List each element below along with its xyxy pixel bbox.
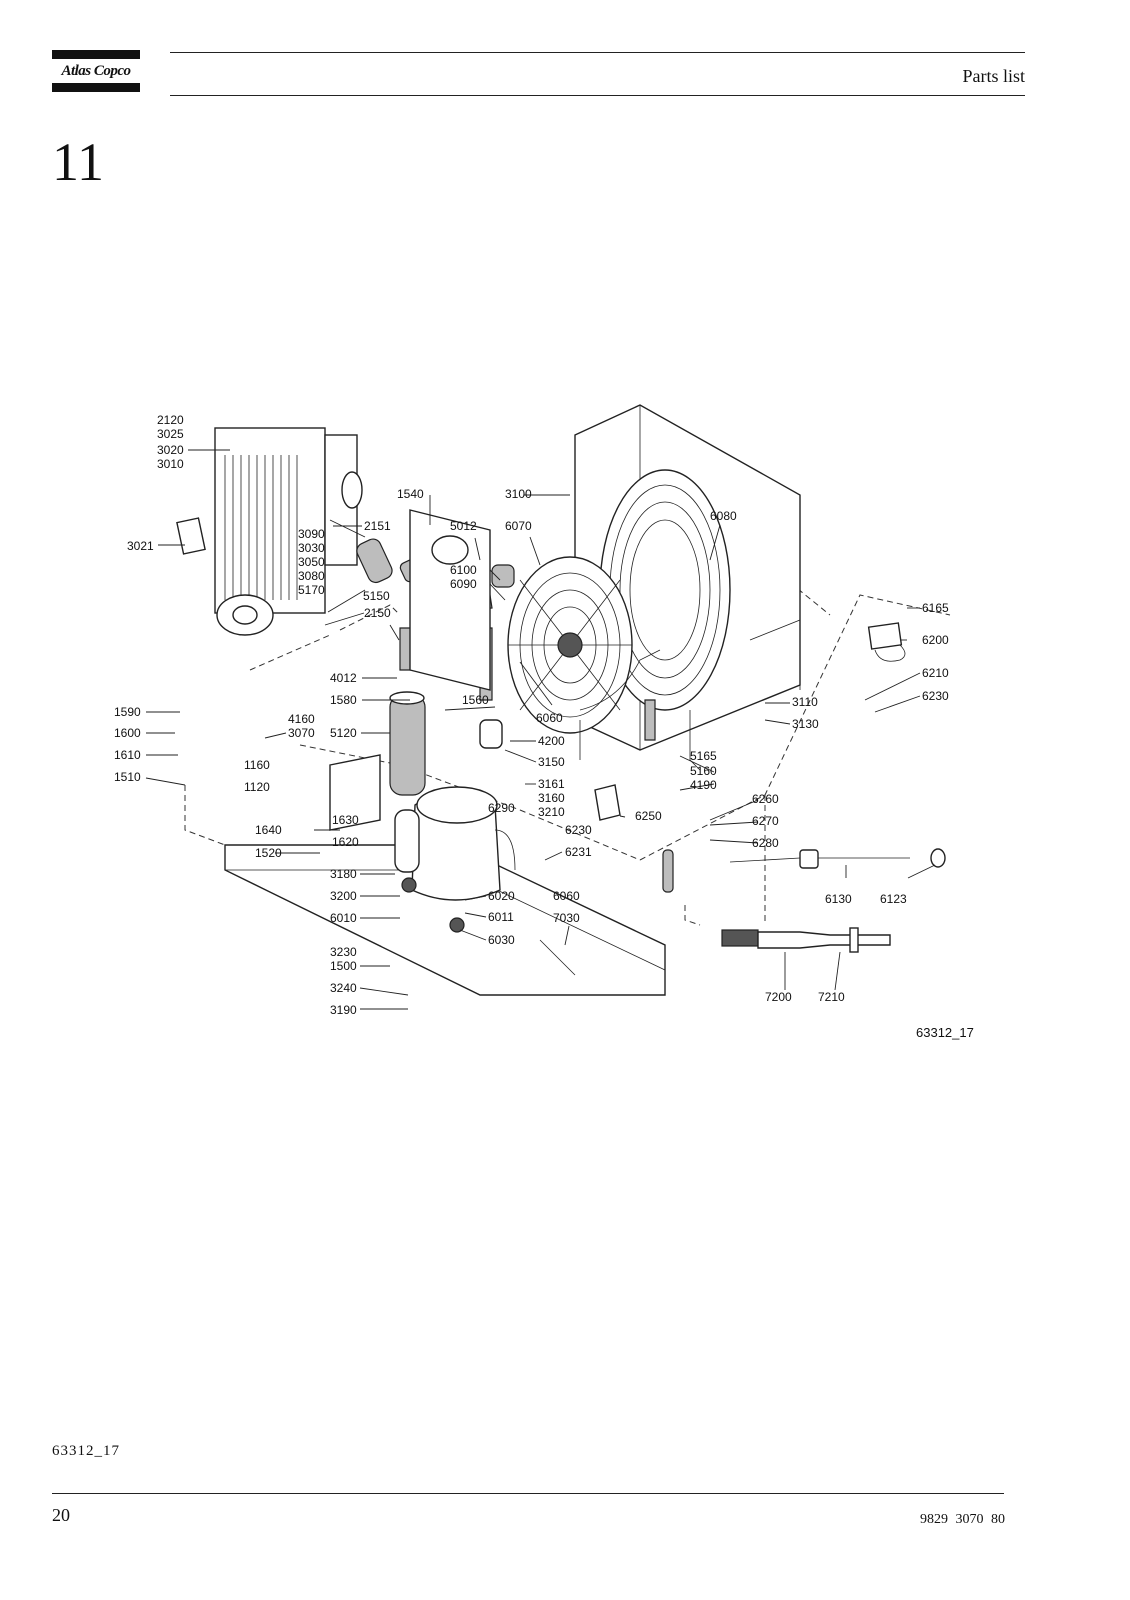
callout-6270: 6270 bbox=[752, 814, 779, 828]
callout-5160: 5160 bbox=[690, 764, 717, 778]
figure-reference: 63312_17 bbox=[52, 1443, 120, 1459]
callout-6290: 6290 bbox=[488, 801, 515, 815]
callout-3100: 3100 bbox=[505, 487, 532, 501]
callout-3030: 3030 bbox=[298, 541, 325, 555]
callout-3070: 3070 bbox=[288, 726, 315, 740]
chapter-number: 11 bbox=[52, 132, 104, 192]
callout-6070: 6070 bbox=[505, 519, 532, 533]
callout-1160: 1160 bbox=[244, 758, 270, 772]
callout-1630: 1630 bbox=[332, 813, 359, 827]
callout-6230: 6230 bbox=[565, 823, 592, 837]
callout-4012: 4012 bbox=[330, 671, 357, 685]
callout-4160: 4160 bbox=[288, 712, 315, 726]
callout-6280: 6280 bbox=[752, 836, 779, 850]
callout-1120: 1120 bbox=[244, 780, 270, 794]
callout-1540: 1540 bbox=[397, 487, 424, 501]
callout-3150: 3150 bbox=[538, 755, 565, 769]
page-number: 20 bbox=[52, 1505, 70, 1525]
callout-6165: 6165 bbox=[922, 601, 949, 615]
callout-5012: 5012 bbox=[450, 519, 477, 533]
callout-2120: 2120 bbox=[157, 413, 184, 427]
callout-6060: 6060 bbox=[553, 889, 580, 903]
callout-3160: 3160 bbox=[538, 791, 565, 805]
header-top-rule bbox=[170, 52, 1025, 53]
pressure-switch bbox=[594, 784, 621, 821]
callout-6210: 6210 bbox=[922, 666, 949, 680]
callout-3200: 3200 bbox=[330, 889, 357, 903]
callout-3010: 3010 bbox=[157, 457, 184, 471]
callout-7200: 7200 bbox=[765, 990, 792, 1004]
callout-6060: 6060 bbox=[536, 711, 563, 725]
callout-1580: 1580 bbox=[330, 693, 357, 707]
callout-1590: 1590 bbox=[114, 705, 141, 719]
callout-1600: 1600 bbox=[114, 726, 141, 740]
callout-6020: 6020 bbox=[488, 889, 515, 903]
callout-leader-lines bbox=[145, 449, 936, 1010]
callout-1620: 1620 bbox=[332, 835, 359, 849]
callout-2151: 2151 bbox=[364, 519, 391, 533]
callout-3210: 3210 bbox=[538, 805, 565, 819]
label-sticker bbox=[176, 517, 206, 555]
callout-4200: 4200 bbox=[538, 734, 565, 748]
callout-3240: 3240 bbox=[330, 981, 357, 995]
callout-6010: 6010 bbox=[330, 911, 357, 925]
callout-1560: 1560 bbox=[462, 693, 489, 707]
callout-3161: 3161 bbox=[538, 777, 565, 791]
section-title: Parts list bbox=[962, 66, 1025, 86]
atlas-copco-logo: Atlas Copco bbox=[52, 50, 140, 94]
callout-6090: 6090 bbox=[450, 577, 477, 591]
receiver-5120 bbox=[389, 694, 426, 796]
callout-3180: 3180 bbox=[330, 867, 357, 881]
callout-6100: 6100 bbox=[450, 563, 477, 577]
callout-6250: 6250 bbox=[635, 809, 662, 823]
callout-3130: 3130 bbox=[792, 717, 819, 731]
callout-7210: 7210 bbox=[818, 990, 845, 1004]
callout-5120: 5120 bbox=[330, 726, 357, 740]
callout-6130: 6130 bbox=[825, 892, 852, 906]
callout-6230: 6230 bbox=[922, 689, 949, 703]
document-number: 9829 3070 80 bbox=[920, 1512, 1005, 1527]
callout-3230: 3230 bbox=[330, 945, 357, 959]
callout-6200: 6200 bbox=[922, 633, 949, 647]
callout-6011: 6011 bbox=[488, 910, 514, 924]
callout-6030: 6030 bbox=[488, 933, 515, 947]
header-bottom-rule bbox=[170, 95, 1025, 96]
callout-1500: 1500 bbox=[330, 959, 357, 973]
diagram-artwork bbox=[176, 404, 951, 996]
callout-1610: 1610 bbox=[114, 748, 141, 762]
callout-6231: 6231 bbox=[565, 845, 592, 859]
callout-5170: 5170 bbox=[298, 583, 325, 597]
callout-2150: 2150 bbox=[364, 606, 391, 620]
callout-5150: 5150 bbox=[363, 589, 390, 603]
callout-6260: 6260 bbox=[752, 792, 779, 806]
sensor-7200 bbox=[721, 929, 759, 947]
callout-1510: 1510 bbox=[114, 770, 141, 784]
callout-1520: 1520 bbox=[255, 846, 282, 860]
logo-wordmark: Atlas Copco bbox=[61, 63, 131, 79]
logo-top-bar bbox=[52, 50, 140, 59]
figure-code: 63312_17 bbox=[916, 1025, 974, 1040]
callout-3190: 3190 bbox=[330, 1003, 357, 1017]
callout-7030: 7030 bbox=[553, 911, 580, 925]
thermostat-6200 bbox=[867, 622, 903, 650]
callout-1640: 1640 bbox=[255, 823, 282, 837]
callout-3090: 3090 bbox=[298, 527, 325, 541]
callout-3080: 3080 bbox=[298, 569, 325, 583]
callout-4190: 4190 bbox=[690, 778, 717, 792]
callout-3110: 3110 bbox=[792, 695, 818, 709]
callout-3050: 3050 bbox=[298, 555, 325, 569]
callout-6080: 6080 bbox=[710, 509, 737, 523]
callout-3025: 3025 bbox=[157, 427, 184, 441]
hose-3030 bbox=[356, 538, 393, 584]
logo-bottom-bar bbox=[52, 83, 140, 92]
footer-rule bbox=[52, 1493, 1004, 1494]
callout-3020: 3020 bbox=[157, 443, 184, 457]
callout-3021: 3021 bbox=[127, 539, 154, 553]
callout-5165: 5165 bbox=[690, 749, 717, 763]
callout-6123: 6123 bbox=[880, 892, 907, 906]
